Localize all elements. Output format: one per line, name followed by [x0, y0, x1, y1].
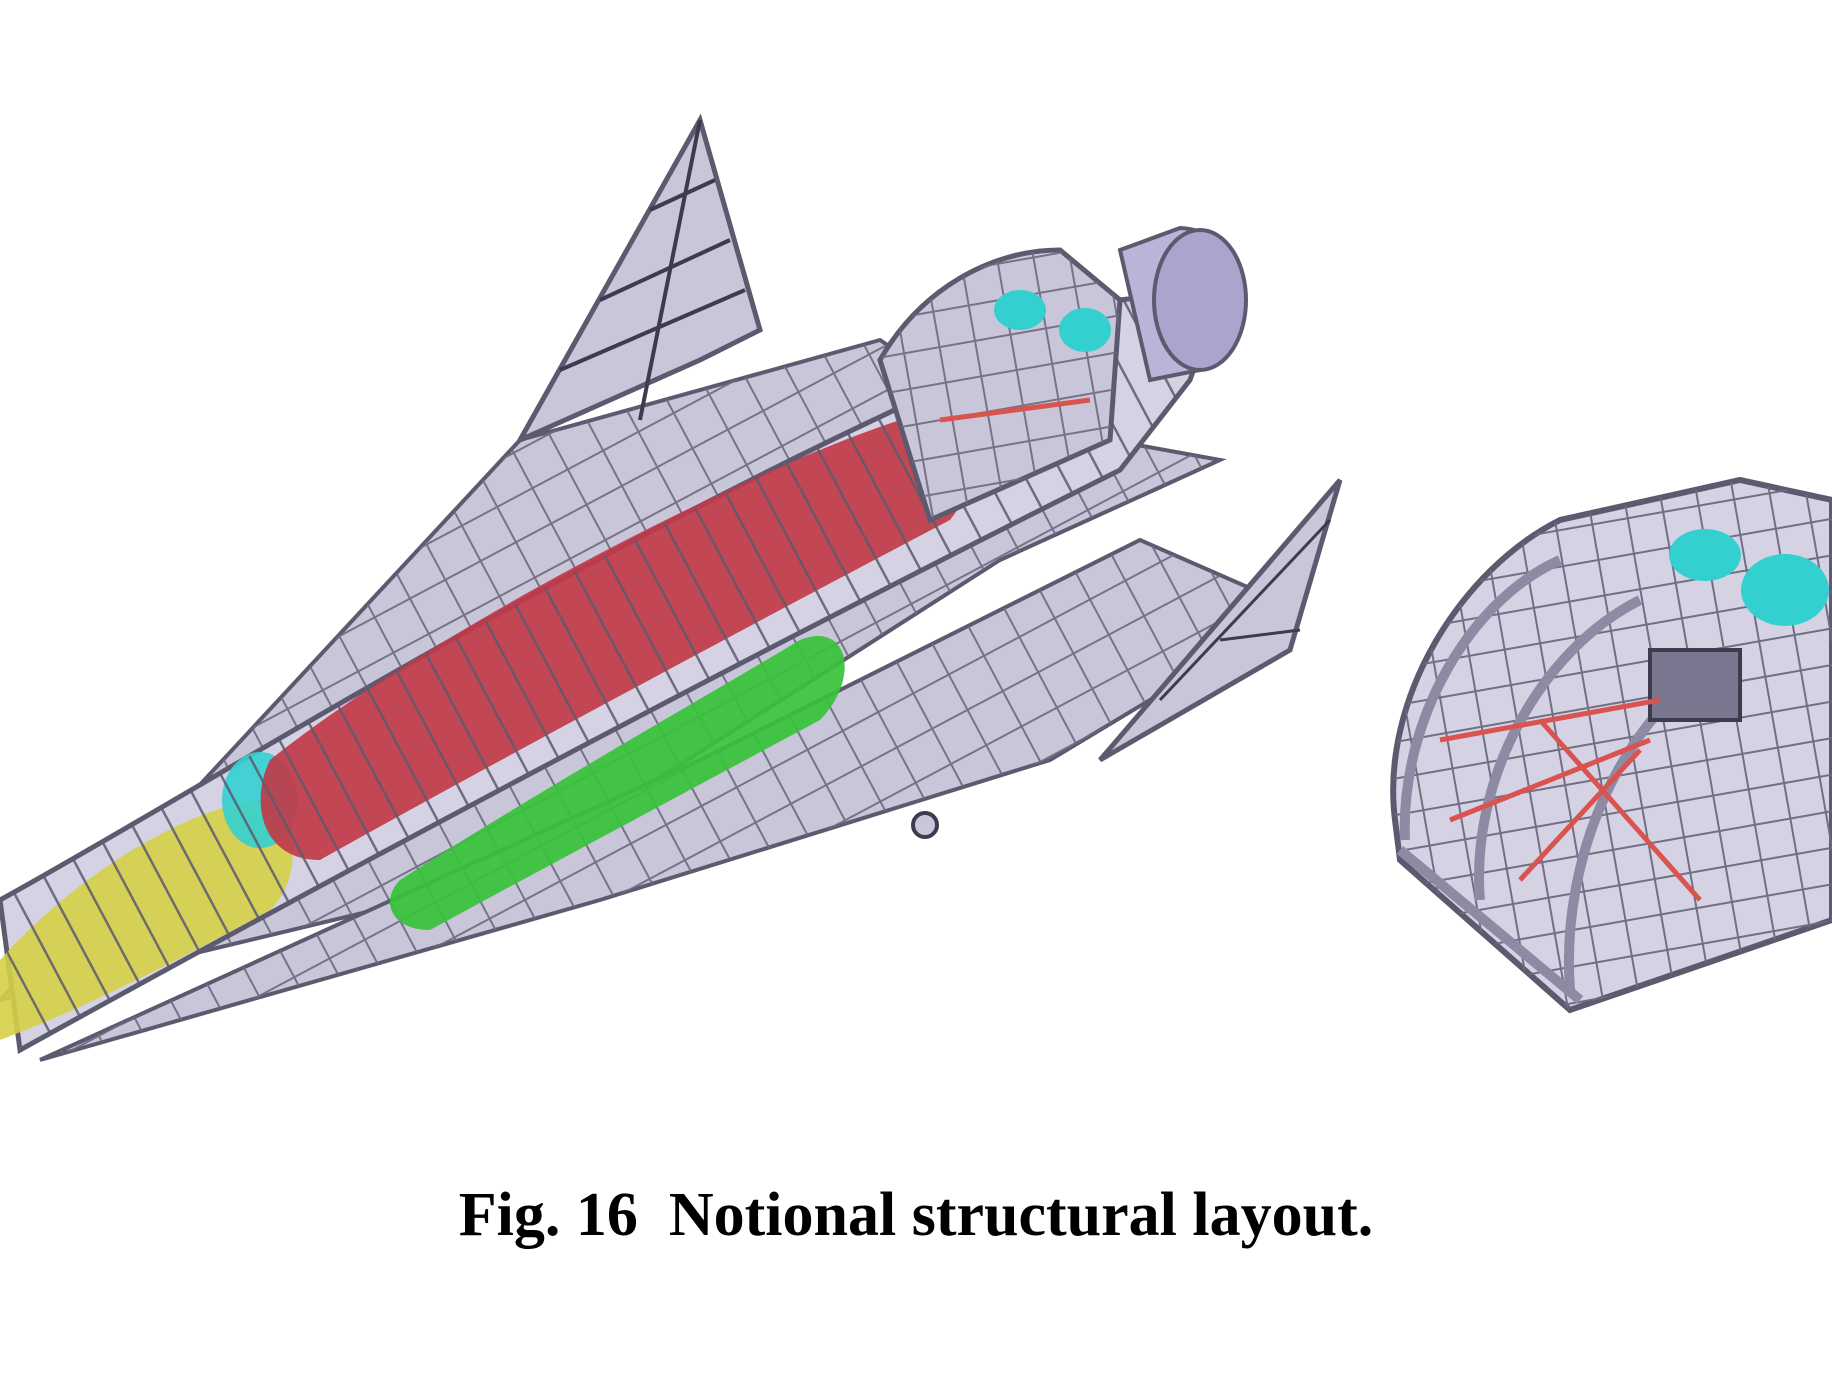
landing-gear [911, 811, 939, 839]
aft-frame [877, 247, 1123, 524]
detached-aft-module [1390, 476, 1832, 1014]
tank-green [390, 636, 845, 930]
figure-caption: Fig. 16 Notional structural layout. [458, 1181, 1374, 1249]
structural-layout-illustration [0, 113, 1832, 1062]
ventral-fin [1098, 478, 1343, 763]
engine-nozzle [1117, 225, 1248, 383]
vehicle-main-structure [0, 113, 1343, 1062]
